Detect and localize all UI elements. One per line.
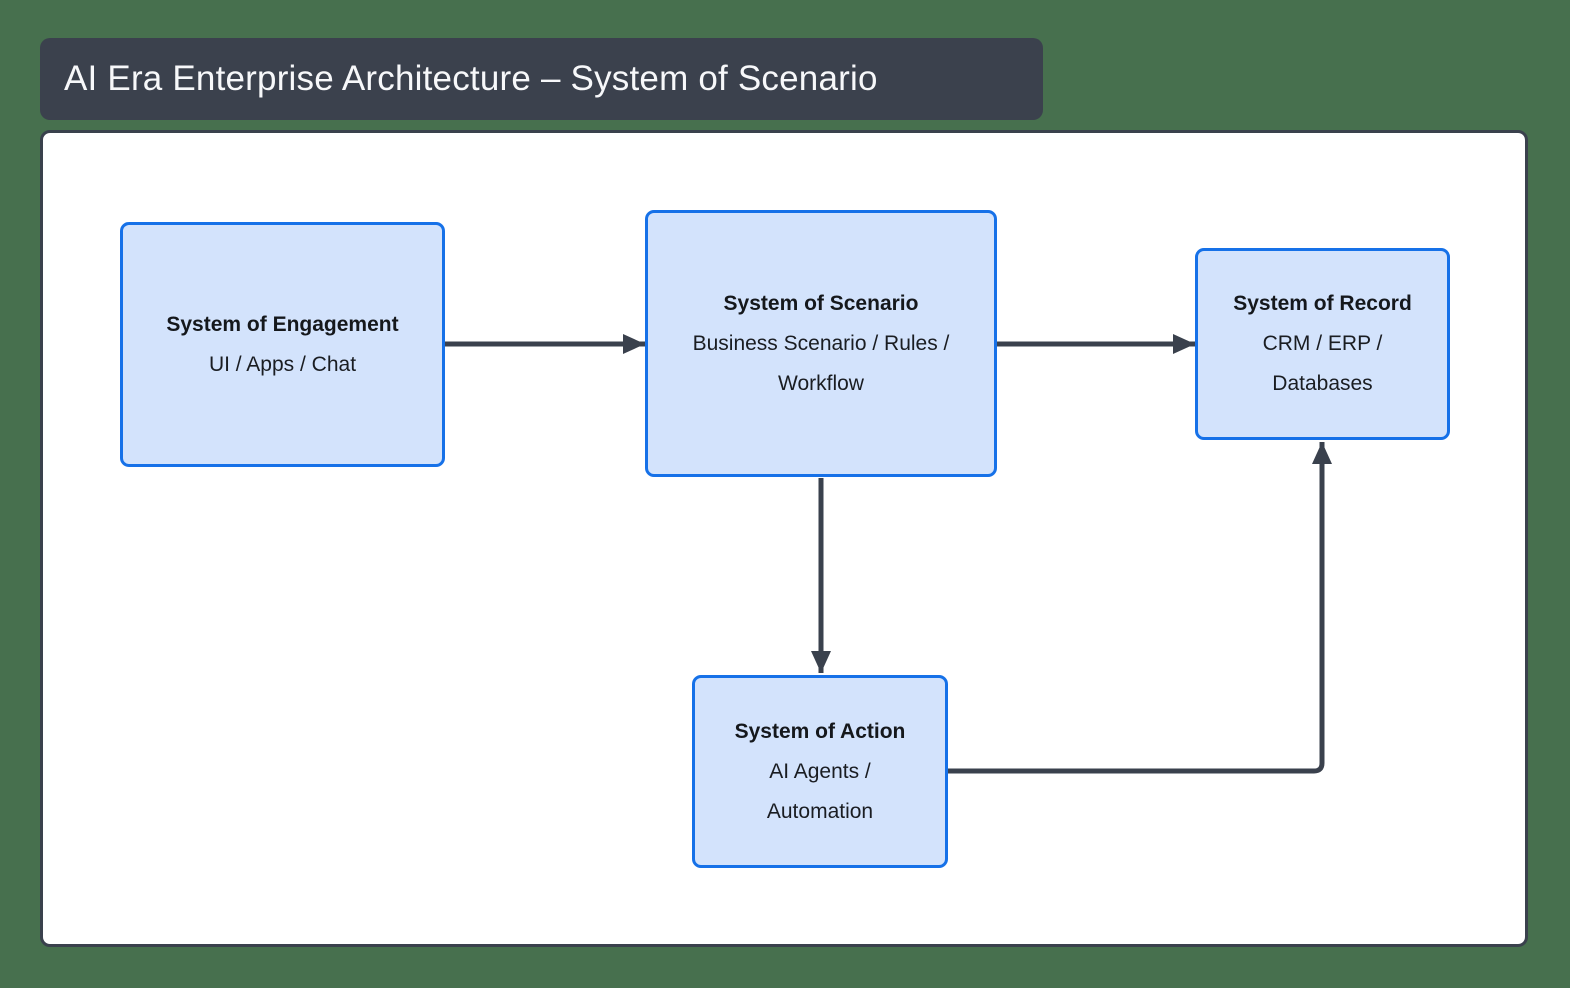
diagram-title: AI Era Enterprise Architecture – System … xyxy=(64,59,878,98)
node-subtitle: AI Agents / Automation xyxy=(766,759,874,823)
node-subtitle: UI / Apps / Chat xyxy=(208,352,357,376)
node-system-of-record[interactable]: System of Record CRM / ERP / Databases xyxy=(1195,248,1450,440)
node-system-of-scenario[interactable]: System of Scenario Business Scenario / R… xyxy=(645,210,997,477)
node-title: System of Record xyxy=(1233,292,1412,315)
node-system-of-engagement[interactable]: System of Engagement UI / Apps / Chat xyxy=(120,222,445,467)
node-subtitle: Business Scenario / Rules / Workflow xyxy=(692,331,950,395)
diagram-canvas: System of Engagement UI / Apps / Chat Sy… xyxy=(40,130,1528,947)
node-title: System of Scenario xyxy=(723,291,919,315)
node-title: System of Action xyxy=(734,719,906,743)
node-title: System of Engagement xyxy=(166,312,399,336)
node-system-of-action[interactable]: System of Action AI Agents / Automation xyxy=(692,675,948,868)
diagram-title-bar: AI Era Enterprise Architecture – System … xyxy=(40,38,1043,120)
edge-action-to-record xyxy=(948,442,1332,774)
node-subtitle: CRM / ERP / Databases xyxy=(1262,332,1383,395)
